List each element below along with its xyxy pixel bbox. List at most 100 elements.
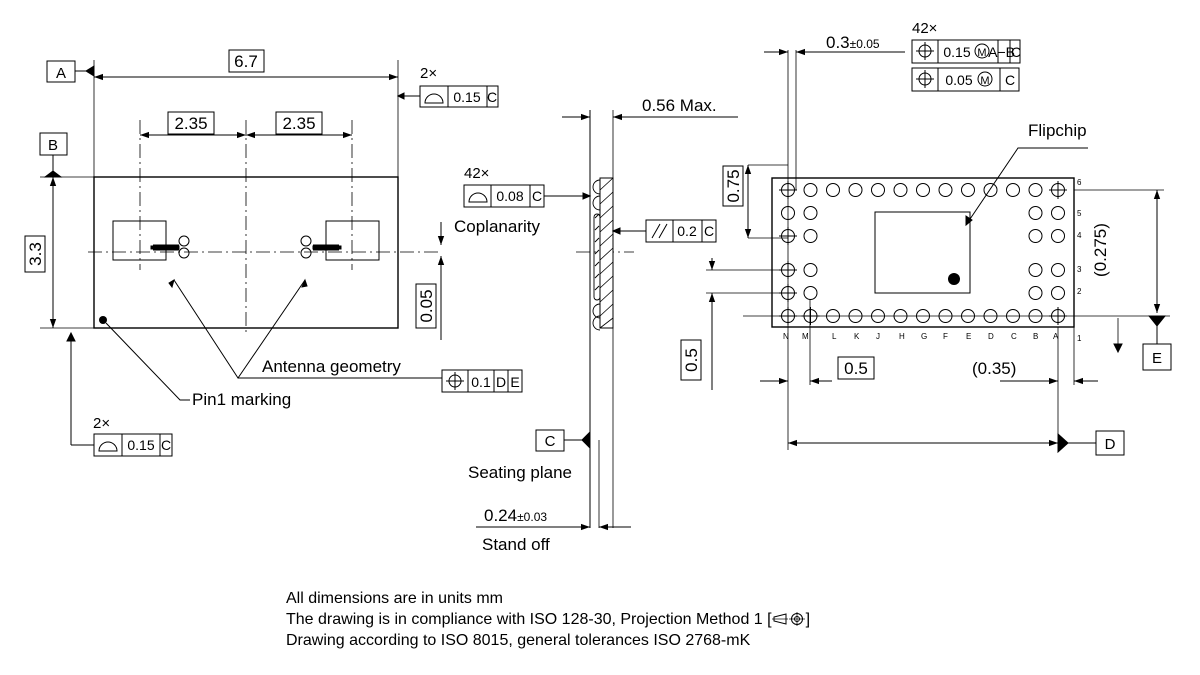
profile-bottom-datum: C	[161, 437, 171, 453]
solder-ball	[938, 183, 953, 197]
ball-column-label: G	[921, 332, 927, 341]
flipchip-die	[874, 211, 971, 294]
solder-ball	[1028, 183, 1043, 197]
solder-ball	[803, 183, 818, 197]
ball-row-label: 3	[1077, 265, 1082, 274]
dim-width: 6.7	[234, 52, 258, 71]
dim-05-vertical: 0.5	[682, 348, 701, 372]
seating-label: Seating plane	[468, 463, 572, 482]
ball-grid	[779, 181, 1067, 325]
seating-datum-label: C	[545, 433, 556, 450]
solder-ball	[1051, 286, 1065, 300]
antenna-right	[300, 220, 380, 261]
solder-ball	[1028, 263, 1043, 277]
ball-column-label: N	[783, 332, 789, 341]
solder-ball	[1051, 229, 1065, 243]
solder-ball	[961, 183, 975, 197]
ball-column-label: C	[1011, 332, 1017, 341]
profile-top-count: 2×	[420, 65, 437, 82]
ball-column-label: J	[876, 332, 880, 341]
datum-a-box	[46, 60, 76, 83]
ball-column-label: D	[988, 332, 994, 341]
solder-ball	[803, 206, 818, 220]
ball-row-label: 5	[1077, 209, 1082, 218]
coplanarity-datum: C	[532, 188, 542, 204]
parallel-value: 0.2	[677, 223, 697, 239]
ball-column-label: B	[1033, 332, 1038, 341]
standoff-label: Stand off	[482, 535, 550, 554]
max-height-label: 0.56 Max.	[642, 96, 717, 115]
fcf2-value: 0.05	[945, 72, 972, 88]
ball-dia: 0.3±0.05	[826, 33, 880, 52]
solder-ball	[871, 183, 885, 197]
solder-ball	[848, 183, 863, 197]
flipchip-label: Flipchip	[1028, 121, 1087, 140]
note-iso-128-end: ]	[805, 611, 811, 628]
note-iso-128: The drawing is in compliance with ISO 12…	[286, 609, 810, 630]
profile-bottom-value: 0.15	[127, 437, 154, 453]
antenna-label: Antenna geometry	[262, 357, 401, 376]
dim-offset: 0.05	[417, 289, 436, 322]
bottom-view	[680, 39, 1172, 456]
standoff-tolerance: ±0.03	[517, 510, 547, 524]
datum-e-box	[1142, 343, 1172, 371]
ball-column-label: E	[966, 332, 971, 341]
side-view	[463, 110, 738, 531]
position-tol-value: 0.1	[471, 374, 491, 390]
solder-ball	[1051, 206, 1065, 220]
standoff-value-main: 0.24	[484, 506, 517, 525]
solder-ball	[916, 183, 930, 197]
fcf2-mod: M	[980, 75, 989, 87]
fcf1-value: 0.15	[943, 44, 970, 60]
solder-ball	[826, 183, 840, 197]
parallel-datum: C	[704, 223, 714, 239]
ball-column-label: A	[1053, 332, 1059, 341]
ball-column-label: K	[854, 332, 860, 341]
solder-ball	[1006, 183, 1020, 197]
ball-row-label: 1	[1077, 334, 1082, 343]
ball-row-label: 6	[1077, 178, 1082, 187]
solder-ball	[1028, 286, 1043, 300]
position-tol-datum2: E	[510, 374, 519, 390]
drawing-notes: All dimensions are in units mm The drawi…	[286, 588, 810, 651]
solder-ball	[1028, 229, 1043, 243]
datum-d-label: D	[1105, 436, 1116, 453]
bga-outline	[771, 177, 1075, 328]
ball-dia-tol: ±0.05	[850, 37, 880, 51]
antenna-left	[112, 220, 190, 261]
profile-bottom-count: 2×	[93, 415, 110, 432]
ball-count: 42×	[912, 20, 937, 37]
fcf1-datum: A−B	[988, 44, 1015, 60]
note-iso-8015: Drawing according to ISO 8015, general t…	[286, 632, 751, 649]
datum-d-box	[1095, 430, 1125, 456]
dim-pitch-left: 2.35	[174, 114, 207, 133]
dim-pitch-right: 2.35	[282, 114, 315, 133]
fcf1-datum2: C	[1011, 44, 1021, 60]
profile-top-value: 0.15	[453, 89, 480, 105]
datum-b-label: B	[48, 137, 58, 154]
profile-top-datum: C	[487, 89, 497, 105]
datum-e-label: E	[1152, 350, 1162, 367]
dim-height: 3.3	[26, 242, 45, 266]
fcf2-datum: C	[1005, 72, 1015, 88]
pin1-marker	[99, 316, 107, 324]
ball-column-label: L	[832, 332, 837, 341]
note-units: All dimensions are in units mm	[286, 590, 503, 607]
ball-row-label: 4	[1077, 231, 1082, 240]
solder-ball	[803, 263, 818, 277]
note-iso-128-text: The drawing is in compliance with ISO 12…	[286, 611, 772, 628]
ball-column-label: H	[899, 332, 905, 341]
solder-ball	[803, 286, 818, 300]
solder-ball	[803, 229, 818, 243]
dim-075: 0.75	[724, 169, 743, 202]
coplanarity-count: 42×	[464, 165, 489, 182]
standoff-value: 0.24±0.03	[484, 506, 547, 525]
coplanarity-label: Coplanarity	[454, 217, 540, 236]
solder-ball	[983, 183, 998, 197]
dim-0275: (0.275)	[1091, 223, 1110, 277]
fcf1-mod: M	[977, 47, 986, 59]
solder-ball	[1051, 263, 1065, 277]
top-view	[24, 49, 523, 457]
